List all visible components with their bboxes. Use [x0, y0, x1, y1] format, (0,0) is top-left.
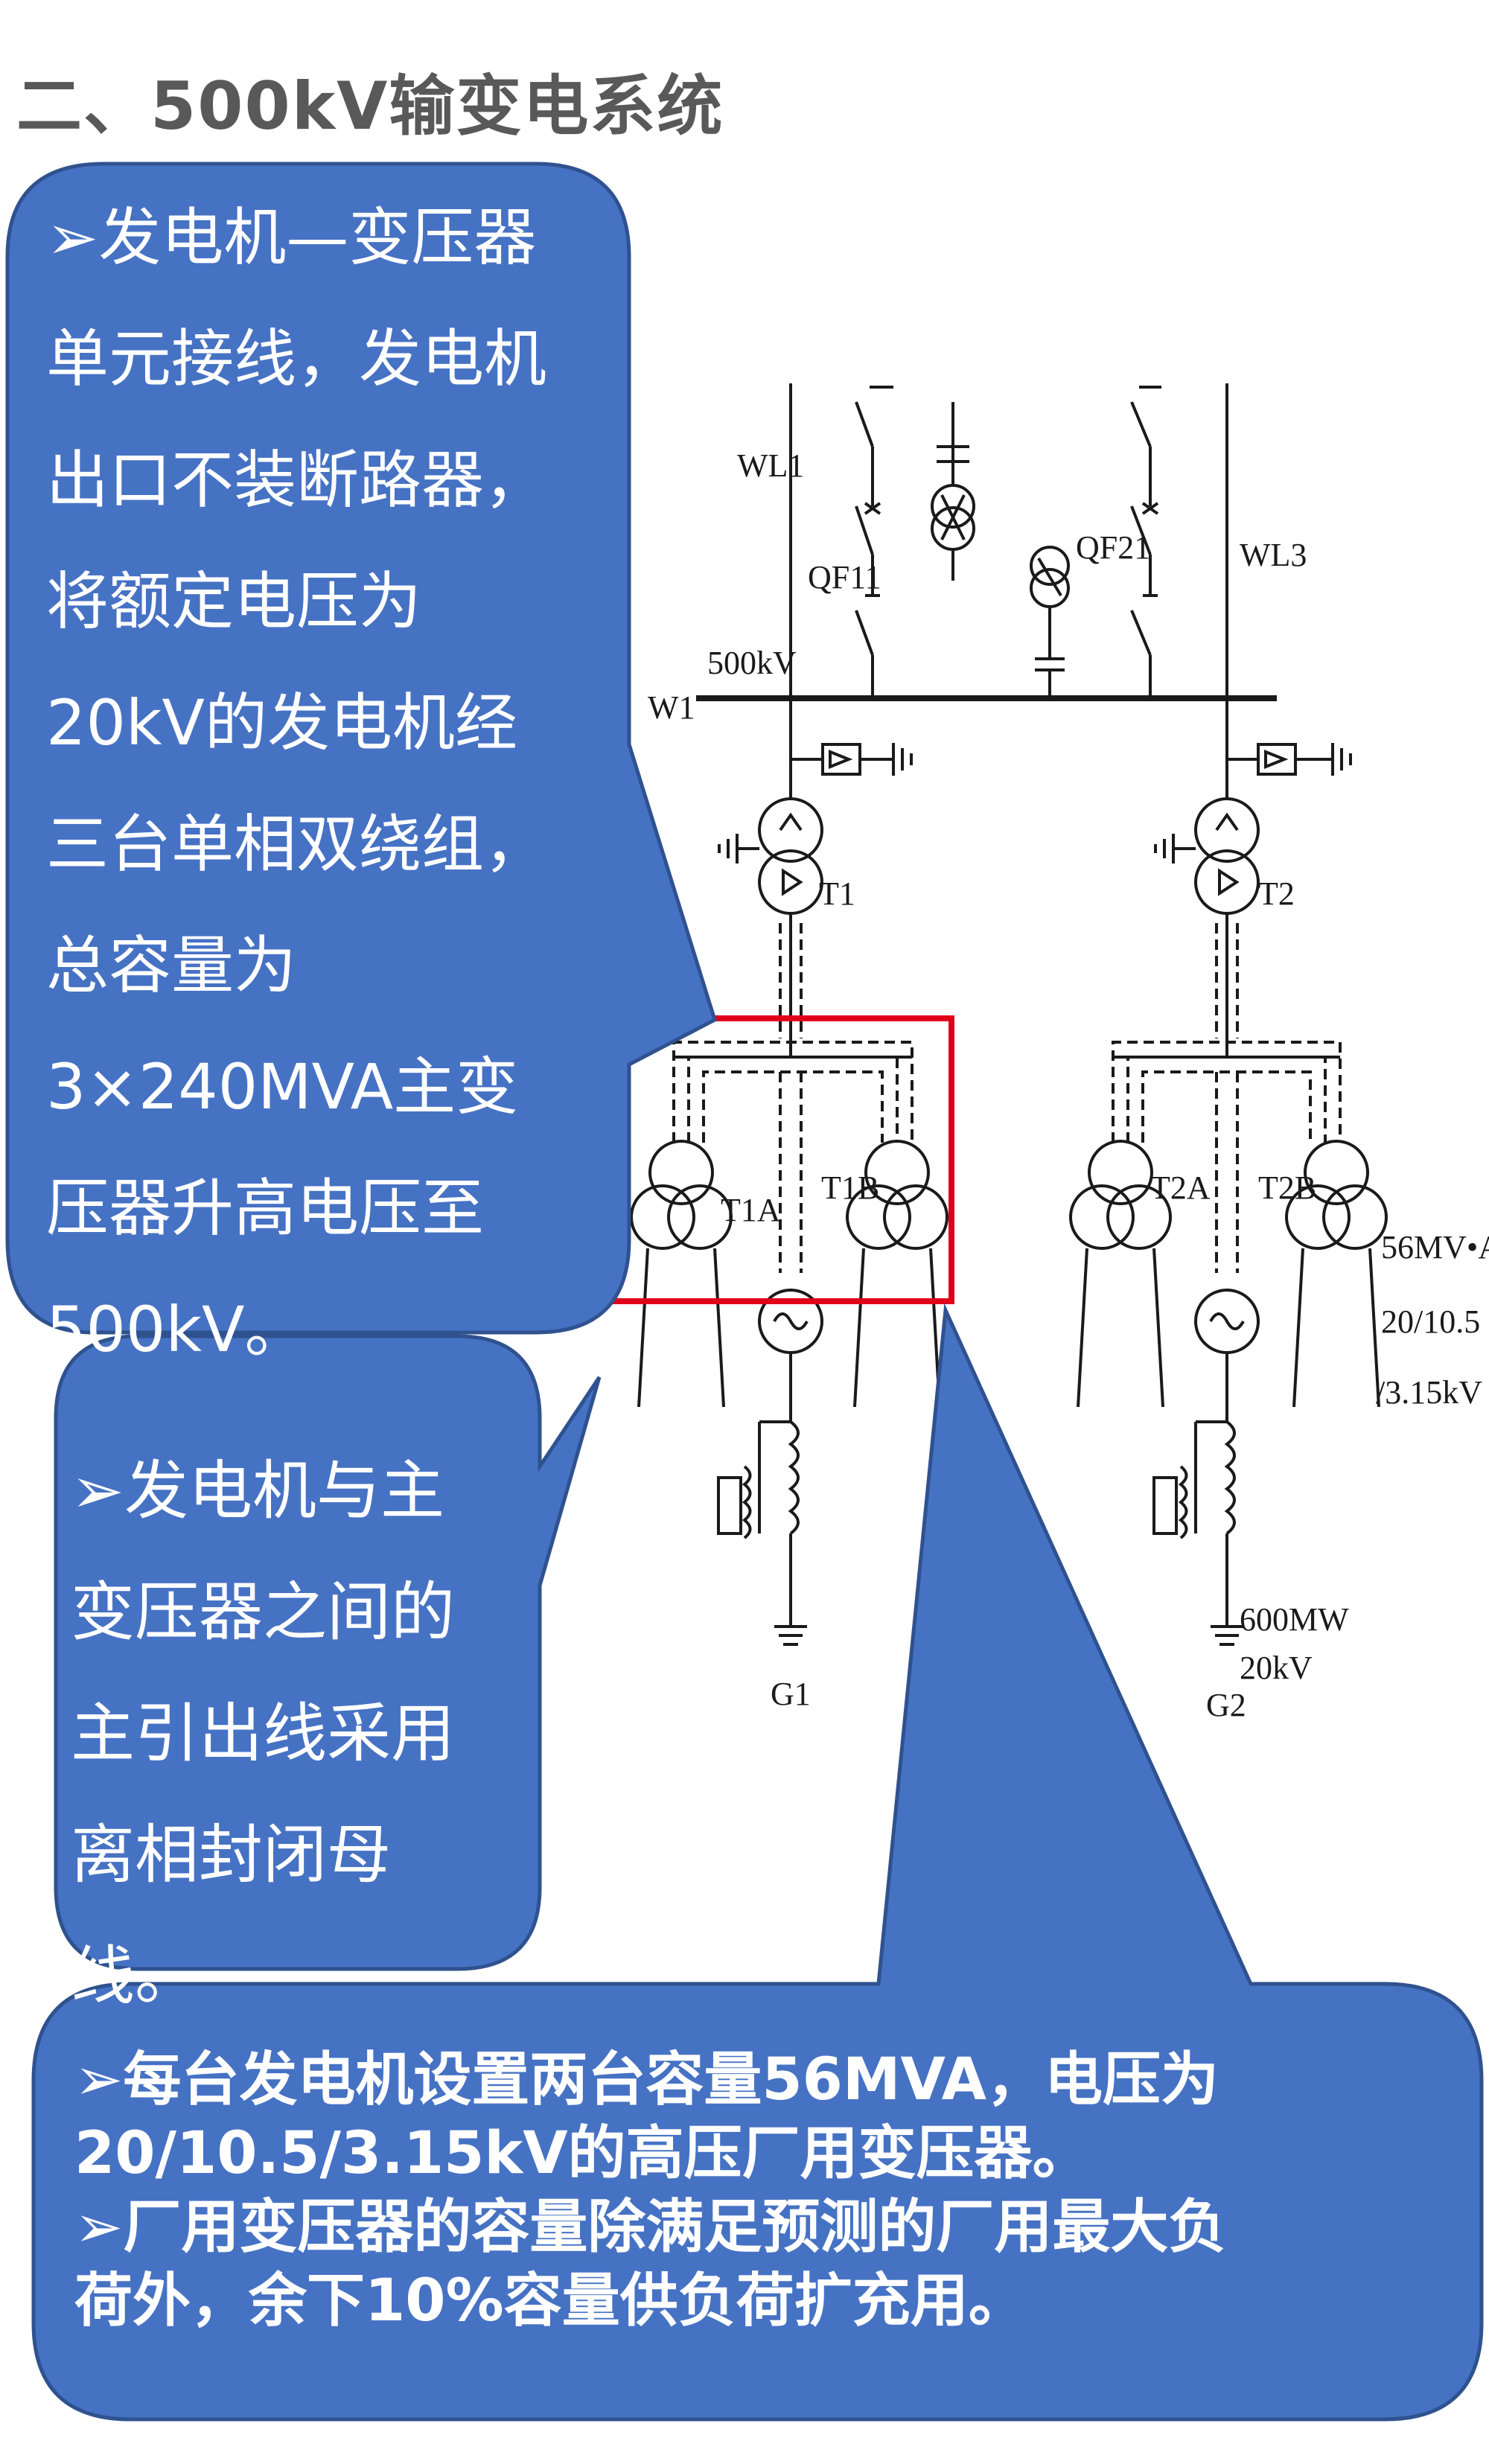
- callout-bubble-2: [54, 1334, 602, 1971]
- label-t2a: T2A: [1150, 1169, 1211, 1206]
- label-qf21: QF21: [1076, 529, 1150, 566]
- label-gen-rating-1: 600MW: [1240, 1601, 1349, 1638]
- callout-text-unit-connection: ➢发电机—变压器 单元接线，发电机 出口不装断路器， 将额定电压为 20kV的发…: [46, 201, 547, 1366]
- label-t1: T1: [819, 875, 855, 912]
- label-gen-rating-2: 20kV: [1240, 1650, 1313, 1686]
- voltage-transformer-top: [931, 402, 975, 581]
- label-bus-w1: W1: [648, 689, 695, 726]
- label-aux-rating-2: 20/10.5: [1381, 1303, 1480, 1340]
- highlight-box: [610, 1015, 954, 1304]
- qf21-breaker: [1130, 386, 1161, 696]
- label-g2: G2: [1206, 1687, 1246, 1723]
- page-title: 二、500kV输变电系统: [16, 68, 724, 144]
- label-t2: T2: [1258, 875, 1295, 912]
- diagram-labels: WL1 WL3 QF11 QF21 500kV W1 T1 T2 T1A T1B…: [648, 447, 1489, 1723]
- label-t1a: T1A: [721, 1192, 781, 1228]
- left-main-branch: [630, 698, 948, 1646]
- label-aux-rating-1: 56MV•A: [1381, 1229, 1489, 1265]
- label-bus-voltage: 500kV: [707, 645, 797, 681]
- callout-text-auxiliary-transformer: ➢每台发电机设置两台容量56MVA，电压为 20/10.5/3.15kV的高压厂…: [74, 2046, 1227, 2334]
- label-wl1: WL1: [737, 447, 804, 484]
- label-qf11: QF11: [808, 559, 881, 596]
- label-t2b: T2B: [1258, 1169, 1316, 1206]
- callout-bubble-1: [5, 162, 718, 1335]
- label-wl3: WL3: [1240, 537, 1307, 573]
- right-main-branch: [1069, 698, 1388, 1646]
- single-line-diagram: [630, 383, 1388, 1646]
- callout-bubble-3: [31, 1303, 1484, 2422]
- label-t1b: T1B: [821, 1169, 879, 1206]
- label-g1: G1: [771, 1676, 811, 1712]
- voltage-transformer-bus: [1030, 546, 1070, 696]
- label-aux-rating-3: /3.15kV: [1376, 1374, 1482, 1411]
- qf11-breaker: [855, 386, 893, 696]
- callout-text-isolated-phase-bus: ➢发电机与主 变压器之间的 主引出线采用 离相封闭母线。: [71, 1454, 455, 2014]
